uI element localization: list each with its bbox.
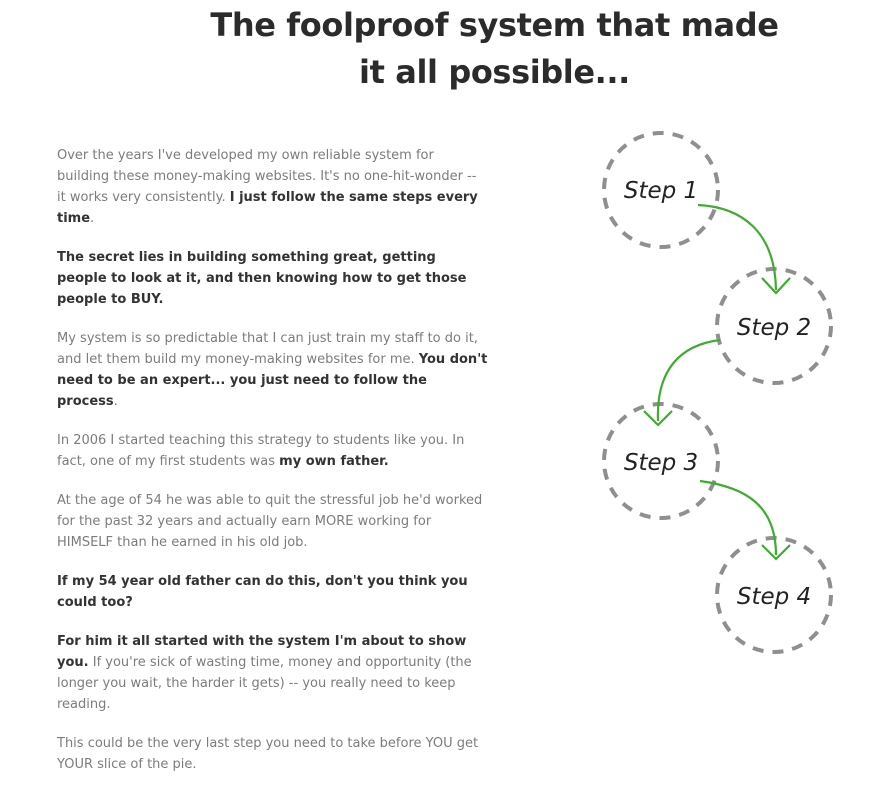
- headline-line-1: The foolproof system that made: [210, 6, 779, 44]
- arrow-2-head-icon: [643, 410, 673, 427]
- step-3-circle: [602, 402, 720, 520]
- paragraph-7-bold: For him it all started with the system I…: [57, 634, 467, 670]
- step-1-circle: [602, 131, 720, 249]
- paragraph-4: In 2006 I started teaching this strategy…: [57, 430, 489, 472]
- arrow-3-curve: [699, 479, 778, 556]
- step-2-node: Step 2: [715, 267, 833, 385]
- steps-diagram: Step 1 Step 2 Step 3 Step 4: [602, 131, 833, 654]
- paragraph-8-text: This could be the very last step you nee…: [57, 736, 479, 772]
- paragraph-1-bold: I just follow the same steps every time: [57, 190, 478, 226]
- paragraph-1-text: Over the years I've developed my own rel…: [57, 148, 477, 205]
- paragraph-3: My system is so predictable that I can j…: [57, 328, 489, 412]
- paragraph-2: The secret lies in building something gr…: [57, 247, 489, 310]
- paragraph-7-text: If you're sick of wasting time, money an…: [57, 655, 472, 712]
- paragraph-7: For him it all started with the system I…: [57, 631, 489, 715]
- arrow-step-3-to-4: [699, 479, 791, 561]
- arrow-step-1-to-2: [697, 203, 791, 295]
- step-2-label: Step 2: [737, 315, 811, 341]
- paragraph-3-text: My system is so predictable that I can j…: [57, 331, 478, 367]
- step-1-node: Step 1: [602, 131, 720, 249]
- arrow-step-2-to-3: [643, 338, 721, 427]
- arrow-3-head-icon: [761, 544, 791, 561]
- arrow-1-head-icon: [761, 277, 791, 295]
- paragraph-1-end: .: [90, 211, 95, 226]
- paragraph-3-bold: You don't need to be an expert... you ju…: [57, 352, 488, 409]
- arrow-2-curve: [656, 338, 721, 422]
- paragraph-8: This could be the very last step you nee…: [57, 733, 489, 775]
- paragraph-1: Over the years I've developed my own rel…: [57, 145, 489, 229]
- step-4-label: Step 4: [737, 584, 811, 610]
- body-copy: Over the years I've developed my own rel…: [57, 145, 489, 793]
- paragraph-4-bold: my own father.: [279, 454, 389, 469]
- paragraph-5: At the age of 54 he was able to quit the…: [57, 490, 489, 553]
- paragraph-4-text: In 2006 I started teaching this strategy…: [57, 433, 465, 469]
- paragraph-3-end: .: [113, 394, 118, 409]
- paragraph-5-text: At the age of 54 he was able to quit the…: [57, 493, 483, 550]
- step-4-node: Step 4: [715, 536, 833, 654]
- paragraph-2-bold: The secret lies in building something gr…: [57, 250, 467, 307]
- paragraph-6: If my 54 year old father can do this, do…: [57, 571, 489, 613]
- step-3-node: Step 3: [602, 402, 720, 520]
- paragraph-6-bold: If my 54 year old father can do this, do…: [57, 574, 468, 610]
- headline-line-2: it all possible...: [359, 53, 630, 91]
- arrow-1-curve: [697, 203, 778, 291]
- step-1-label: Step 1: [624, 178, 698, 204]
- step-3-label: Step 3: [624, 450, 698, 476]
- page-headline: The foolproof system that made it all po…: [100, 2, 889, 96]
